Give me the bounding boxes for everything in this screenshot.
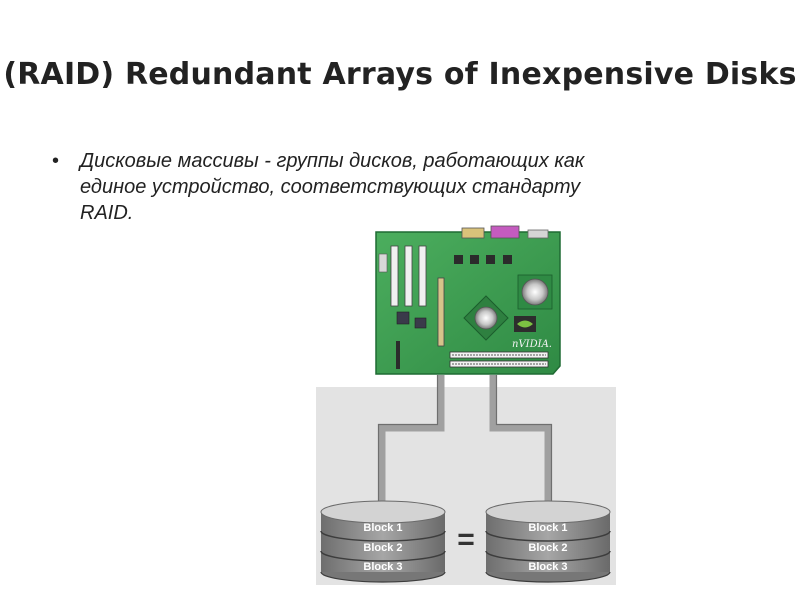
bullet-line-3: RAID.: [80, 202, 134, 224]
cable-left: [378, 375, 445, 505]
slide-title: (RAID) Redundant Arrays of Inexpensive D…: [3, 57, 797, 92]
disk-stack-right: Block 1 Block 2 Block 3: [485, 500, 611, 583]
io-port: [490, 225, 520, 239]
bullet-line-1: Дисковые массивы - группы дисков, работа…: [80, 150, 585, 172]
bullet-dot: •: [52, 150, 60, 172]
io-port: [461, 227, 485, 239]
chipset-fan: [474, 306, 498, 330]
disk-block-label: Block 2: [363, 542, 402, 554]
disk-top: [320, 500, 446, 524]
motherboard: nVIDIA.: [375, 225, 561, 375]
cable-right: [489, 375, 552, 505]
disk-block-label: Block 3: [528, 561, 567, 573]
nvidia-logo-icon: [514, 316, 536, 332]
disk-stack-left: Block 1 Block 2 Block 3: [320, 500, 446, 583]
board-brand-label: nVIDIA.: [512, 339, 552, 350]
bullet-text: Дисковые массивы - группы дисков, работа…: [80, 148, 760, 226]
disk-block-label: Block 1: [363, 522, 402, 534]
equals-sign: =: [457, 523, 475, 556]
cpu-fan: [521, 278, 549, 306]
bullet-line-2: единое устройство, соответствующих станд…: [80, 176, 581, 198]
disk-top: [485, 500, 611, 524]
disk-block-label: Block 1: [528, 522, 567, 534]
expansion-slot: [404, 245, 413, 307]
disk-block-label: Block 3: [363, 561, 402, 573]
expansion-slot: [437, 277, 445, 347]
disk-block-label: Block 2: [528, 542, 567, 554]
expansion-slot: [418, 245, 427, 307]
expansion-slot: [390, 245, 399, 307]
